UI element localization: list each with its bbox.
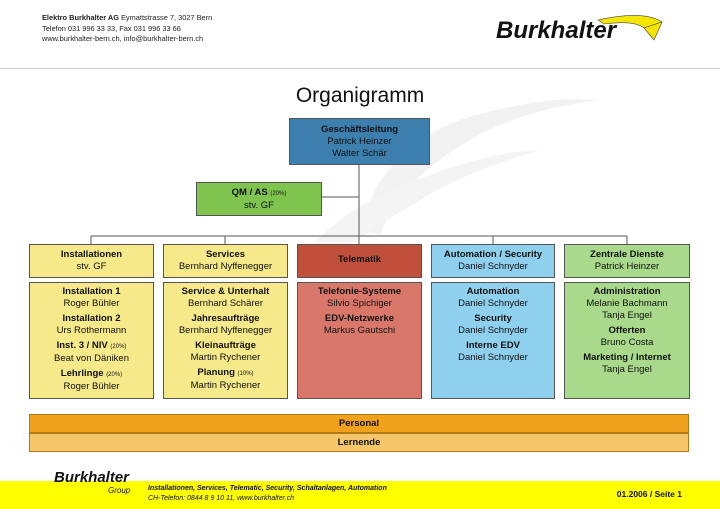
personal-bar: Personal <box>29 414 689 433</box>
management-box: Geschäftsleitung Patrick Heinzer Walter … <box>289 118 430 165</box>
column-head-label: Services <box>205 249 246 260</box>
column-head-label: Installationen <box>60 249 123 260</box>
company-phone: Telefon 031 996 33 33, Fax 031 996 33 66 <box>42 23 181 33</box>
column-head-automation: Automation / Security Daniel Schnyder <box>431 244 555 278</box>
logo-text: Burkhalter <box>496 17 618 44</box>
company-header: Elektro Burkhalter AG Eymattstrasse 7, 3… <box>42 13 212 45</box>
footer-line-1: Installationen, Services, Telematic, Sec… <box>148 485 387 492</box>
qm-box: QM / AS (20%) stv. GF <box>196 182 322 216</box>
column-head-installationen: Installationen stv. GF <box>29 244 154 278</box>
footer-logo-sub: Group <box>108 486 131 495</box>
list-item: Planung (10%)Martin Rychener <box>190 367 261 391</box>
header-divider <box>0 68 720 69</box>
column-head-telematik: Telematik <box>297 244 422 278</box>
column-head-sub: stv. GF <box>76 261 107 272</box>
column-head-sub: Bernhard Nyffenegger <box>178 261 273 272</box>
company-address: Eymattstrasse 7, 3027 Bern <box>121 13 213 22</box>
column-head-zentrale-dienste: Zentrale Dienste Patrick Heinzer <box>564 244 690 278</box>
qm-sub: stv. GF <box>244 200 274 211</box>
column-head-label: Telematik <box>337 254 382 265</box>
footer-band <box>0 481 720 509</box>
management-name-1: Patrick Heinzer <box>327 136 392 147</box>
footer-logo: Burkhalter Group <box>54 469 131 495</box>
column-head-label: Automation / Security <box>443 249 543 260</box>
company-name: Elektro Burkhalter AG <box>42 13 119 22</box>
management-label: Geschäftsleitung <box>320 124 399 135</box>
page-number: 01.2006 / Seite 1 <box>616 489 682 499</box>
column-head-label: Zentrale Dienste <box>590 249 664 260</box>
column-head-services: Services Bernhard Nyffenegger <box>163 244 288 278</box>
burkhalter-logo: Burkhalter <box>496 15 663 44</box>
management-name-2: Walter Schär <box>332 148 387 159</box>
column-head-sub: Patrick Heinzer <box>594 261 660 272</box>
footer-line-2: CH-Telefon: 0844 8 9 10 11, www.burkhalt… <box>148 495 295 502</box>
company-web: www.burkhalter-bern.ch, info@burkhalter-… <box>42 34 204 43</box>
page-title: Organigramm <box>295 84 425 107</box>
list-item: Lehrlinge (20%)Roger Bühler <box>60 368 123 392</box>
footer-text: Installationen, Services, Telematic, Sec… <box>148 484 387 504</box>
qm-pct: (20%) <box>270 191 287 197</box>
list-item: Inst. 3 / NIV (20%)Beat von Däniken <box>54 340 129 364</box>
column-head-sub: Daniel Schnyder <box>458 261 528 272</box>
lernende-bar: Lernende <box>29 433 689 452</box>
footer-logo-text: Burkhalter <box>54 469 130 486</box>
qm-label: QM / AS <box>231 187 268 198</box>
